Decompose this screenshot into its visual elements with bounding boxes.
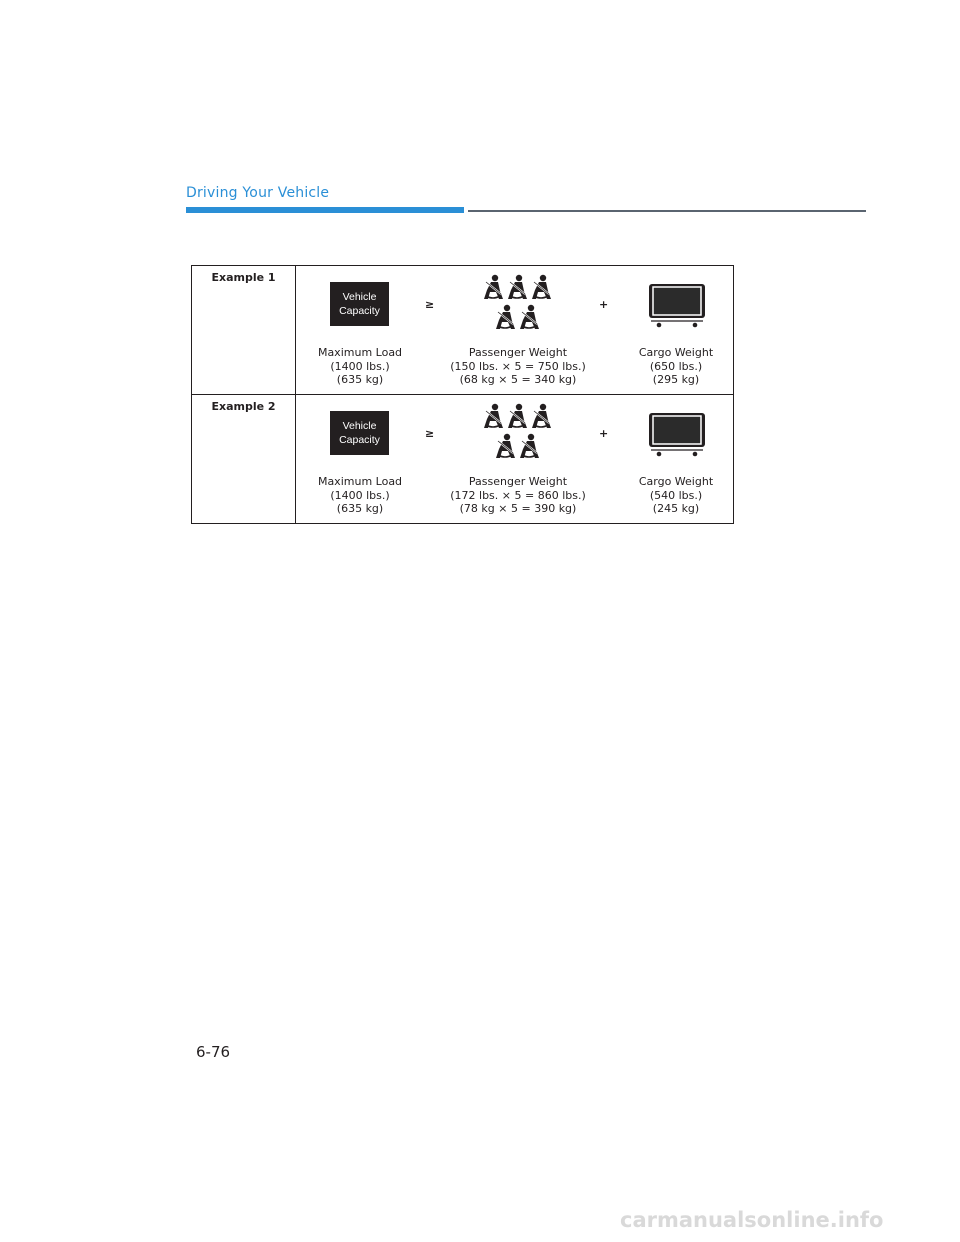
seat-belt-passenger-icon bbox=[483, 274, 504, 300]
example-label: Example 1 bbox=[191, 265, 296, 395]
plus-operator: + bbox=[599, 427, 609, 440]
seat-belt-passenger-icon bbox=[495, 304, 516, 330]
watermark: carmanualsonline.info bbox=[620, 1208, 884, 1232]
seat-belt-passenger-icon bbox=[519, 433, 540, 459]
max-load-caption: Maximum Load(1400 lbs.)(635 kg) bbox=[317, 346, 403, 386]
greater-equal-operator: ≥ bbox=[425, 427, 435, 440]
cargo-weight-caption: Cargo Weight(540 lbs.)(245 kg) bbox=[638, 475, 714, 515]
seat-belt-passenger-icon bbox=[519, 304, 540, 330]
passenger-weight-caption: Passenger Weight(150 lbs. × 5 = 750 lbs.… bbox=[450, 346, 586, 386]
plus-operator: + bbox=[599, 298, 609, 311]
passengers-icon-group bbox=[482, 403, 552, 463]
cargo-weight-caption: Cargo Weight(650 lbs.)(295 kg) bbox=[638, 346, 714, 386]
passengers-icon-group bbox=[482, 274, 552, 334]
seat-belt-passenger-icon bbox=[495, 433, 516, 459]
greater-equal-operator: ≥ bbox=[425, 298, 435, 311]
passenger-weight-caption: Passenger Weight(172 lbs. × 5 = 860 lbs.… bbox=[450, 475, 586, 515]
example-label: Example 2 bbox=[191, 394, 296, 524]
seat-belt-passenger-icon bbox=[483, 403, 504, 429]
seat-belt-passenger-icon bbox=[507, 403, 528, 429]
page-number: 6-76 bbox=[196, 1043, 231, 1061]
seat-belt-passenger-icon bbox=[531, 403, 552, 429]
max-load-caption: Maximum Load(1400 lbs.)(635 kg) bbox=[317, 475, 403, 515]
header-rule bbox=[468, 210, 866, 212]
cargo-trailer-icon bbox=[649, 413, 705, 457]
seat-belt-passenger-icon bbox=[531, 274, 552, 300]
header-accent-bar bbox=[186, 207, 464, 213]
cargo-trailer-icon bbox=[649, 284, 705, 328]
section-title: Driving Your Vehicle bbox=[186, 185, 330, 201]
seat-belt-passenger-icon bbox=[507, 274, 528, 300]
